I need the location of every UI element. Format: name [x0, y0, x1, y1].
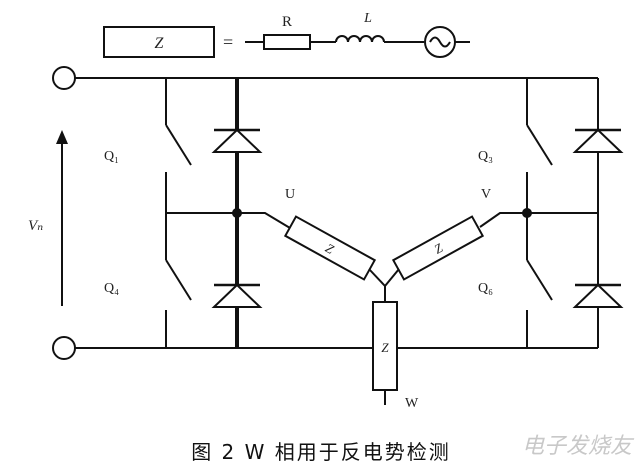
figure-caption: 图 2 W 相用于反电势检测	[191, 440, 451, 464]
legend-z-label: Z	[155, 35, 165, 52]
winding-u: Z	[283, 215, 377, 281]
label-q6: Q₆	[478, 281, 493, 296]
label-u: U	[285, 187, 295, 202]
dc-terminal-bottom	[52, 336, 76, 360]
legend-equals: =	[223, 32, 233, 52]
dc-terminal-top	[52, 66, 76, 90]
winding-v: Z	[391, 215, 485, 281]
vdc-label: Vₙ	[28, 218, 43, 234]
label-q3: Q₃	[478, 149, 493, 164]
winding-w-label: Z	[381, 340, 389, 355]
switch-q3	[526, 124, 553, 166]
winding-w: Z	[372, 301, 398, 391]
legend-l-label: L	[363, 11, 372, 26]
legend-resistor	[263, 34, 311, 50]
label-q4: Q₄	[104, 281, 119, 296]
label-v: V	[481, 187, 491, 202]
switch-q6	[526, 259, 553, 301]
label-q1: Q₁	[104, 149, 119, 164]
switch-q1	[165, 124, 192, 166]
diode-right-upper	[572, 128, 624, 153]
watermark-logo: 电子发烧友	[521, 434, 632, 459]
diode-left-upper	[211, 128, 263, 153]
switch-q4	[165, 259, 192, 301]
legend-r-label: R	[282, 14, 292, 30]
diode-right-lower	[572, 283, 624, 308]
legend-z-box	[103, 26, 215, 58]
label-w: W	[405, 396, 419, 411]
diode-left-lower	[211, 283, 263, 308]
legend-inductor	[335, 35, 385, 43]
